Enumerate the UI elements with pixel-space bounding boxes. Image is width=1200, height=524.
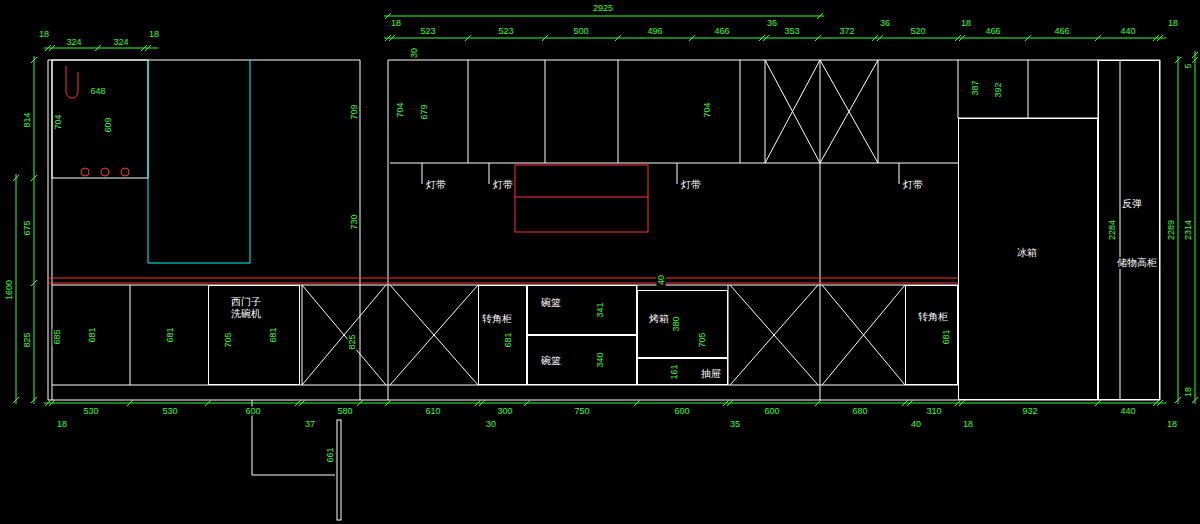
dimension-number: 1600: [5, 279, 14, 301]
dimension-number: 18: [960, 19, 972, 28]
dimension-number: 600: [244, 407, 261, 416]
dimension-number: 18: [962, 420, 974, 429]
dimension-number: 18: [1184, 386, 1193, 398]
dimension-number: 496: [646, 27, 663, 36]
dimension-number: 609: [104, 116, 113, 133]
dimension-number: 380: [672, 315, 681, 332]
light-strip-label: 灯带: [680, 180, 702, 190]
dimension-number: 18: [148, 30, 160, 39]
dimension-number: 18: [1166, 420, 1178, 429]
dimension-number: 530: [161, 407, 178, 416]
dimension-number: 36: [879, 19, 891, 28]
part-name: 反弹: [1122, 198, 1142, 210]
dimension-number: 387: [971, 79, 980, 96]
appliance-box: 西门子 洗碗机: [208, 285, 300, 385]
dimension-number: 18: [390, 19, 402, 28]
dimension-number: 310: [925, 407, 942, 416]
dimension-number: 340: [596, 351, 605, 368]
dimension-number: 2284: [1108, 219, 1117, 241]
dimension-number: 18: [1167, 19, 1179, 28]
dimension-number: 600: [673, 407, 690, 416]
drawer-box: 碗篮: [527, 285, 637, 335]
dimension-number: 341: [596, 301, 605, 318]
dimension-number: 30: [410, 47, 419, 59]
dimension-number: 372: [838, 27, 855, 36]
dimension-number: 392: [994, 81, 1003, 98]
light-strip-label: 灯带: [492, 180, 514, 190]
drawer-box: 碗篮: [527, 335, 637, 385]
dimension-number: 500: [572, 27, 589, 36]
light-strip-label: 灯带: [425, 180, 447, 190]
dimension-number: 2289: [1167, 219, 1176, 241]
dimension-number: 705: [698, 331, 707, 348]
part-name: 储物高柜: [1117, 257, 1157, 269]
dimension-number: 324: [112, 38, 129, 47]
dimension-number: 681: [942, 328, 951, 345]
part-name: 转角柜: [482, 313, 512, 325]
part-name: 西门子 洗碗机: [229, 296, 263, 320]
dimension-number: 681: [504, 331, 513, 348]
dimension-number: 161: [670, 363, 679, 380]
dimension-number: 18: [38, 30, 50, 39]
dimension-number: 440: [1119, 407, 1136, 416]
part-name: 冰箱: [1017, 247, 1037, 259]
dimension-number: 675: [23, 219, 32, 236]
dimension-number: 648: [89, 87, 106, 96]
dimension-number: 704: [54, 113, 63, 130]
dimension-number: 324: [65, 38, 82, 47]
dimension-number: 2314: [1184, 219, 1193, 241]
dimension-number: 600: [763, 407, 780, 416]
dimension-number: 825: [23, 331, 32, 348]
cabinet-box: 转角柜: [478, 285, 527, 385]
dimension-number: 18: [56, 420, 68, 429]
dimension-number: 40: [910, 420, 922, 429]
dimension-number: 2925: [592, 4, 614, 13]
dimension-number: 679: [420, 103, 429, 120]
dimension-number: 300: [496, 407, 513, 416]
dimension-number: 709: [350, 103, 359, 120]
dimension-number: 730: [350, 213, 359, 230]
part-name: 转角柜: [918, 311, 948, 323]
dimension-number: 466: [984, 27, 1001, 36]
part-name: 抽屉: [701, 368, 721, 380]
dimension-number: 661: [326, 446, 335, 463]
dimension-number: 353: [783, 27, 800, 36]
fridge-box: 冰箱: [958, 118, 1098, 400]
dimension-number: 932: [1021, 407, 1038, 416]
dimension-number: 440: [1119, 27, 1136, 36]
drawer-box: 抽屉: [637, 358, 728, 385]
dimension-number: 520: [909, 27, 926, 36]
dimension-number: 814: [23, 111, 32, 128]
dimension-number: 30: [485, 420, 497, 429]
dimension-number: 523: [497, 27, 514, 36]
dimension-number: 5: [1184, 62, 1193, 69]
part-name: 烤箱: [649, 313, 669, 325]
light-strip-label: 灯带: [902, 180, 924, 190]
dimension-number: 685: [53, 328, 62, 345]
part-name: 碗篮: [541, 355, 561, 367]
dimension-number: 681: [88, 326, 97, 343]
dimension-number: 825: [348, 333, 357, 350]
dimension-number: 750: [573, 407, 590, 416]
dimension-number: 681: [269, 326, 278, 343]
dimension-number: 466: [1053, 27, 1070, 36]
dimension-number: 36: [766, 19, 778, 28]
part-name: 碗篮: [541, 297, 561, 309]
dimension-number: 40: [657, 274, 666, 286]
dimension-number: 610: [424, 407, 441, 416]
dimension-number: 35: [729, 420, 741, 429]
dimension-number: 466: [713, 27, 730, 36]
dimension-number: 530: [82, 407, 99, 416]
dimension-number: 705: [224, 331, 233, 348]
appliance-box: 烤箱: [637, 290, 728, 358]
dimension-number: 704: [703, 101, 712, 118]
dimension-number: 580: [336, 407, 353, 416]
dimension-number: 704: [396, 101, 405, 118]
dimension-number: 523: [419, 27, 436, 36]
dimension-number: 37: [304, 420, 316, 429]
dimension-number: 680: [851, 407, 868, 416]
dimension-number: 681: [166, 326, 175, 343]
